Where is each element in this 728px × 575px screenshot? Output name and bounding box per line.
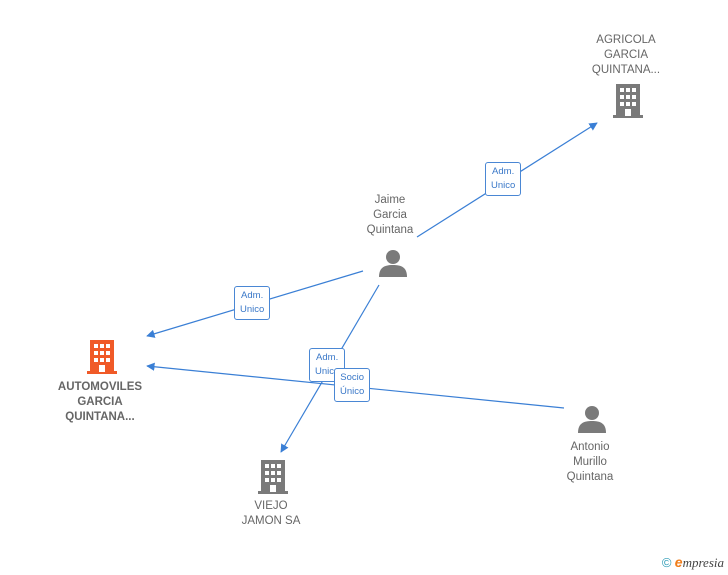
node-label-jaime[interactable]: Jaime Garcia Quintana (366, 194, 414, 236)
empresia-watermark: © empresia (662, 554, 724, 571)
node-label-antonio[interactable]: Antonio Murillo Quintana (566, 441, 614, 483)
node-label-viejo[interactable]: VIEJO JAMON SA (241, 500, 301, 527)
edge-label-jaime-agricola[interactable]: Adm. Unico (485, 162, 522, 196)
copyright-icon: © (661, 555, 672, 570)
edge-label-antonio-automoviles[interactable]: Socio Único (334, 368, 371, 402)
brand-logo-e: e (674, 554, 683, 570)
person-icon[interactable] (577, 404, 607, 434)
node-label-agricola[interactable]: AGRICOLA GARCIA QUINTANA... (591, 34, 661, 76)
edge-label-jaime-automoviles[interactable]: Adm. Unico (234, 286, 271, 320)
building-icon[interactable] (258, 460, 288, 494)
person-icon[interactable] (378, 248, 408, 278)
building-icon[interactable] (613, 84, 643, 118)
building-icon[interactable] (87, 340, 117, 374)
node-label-automoviles[interactable]: AUTOMOVILES GARCIA QUINTANA... (57, 381, 143, 423)
brand-logo-text: mpresia (682, 555, 724, 570)
